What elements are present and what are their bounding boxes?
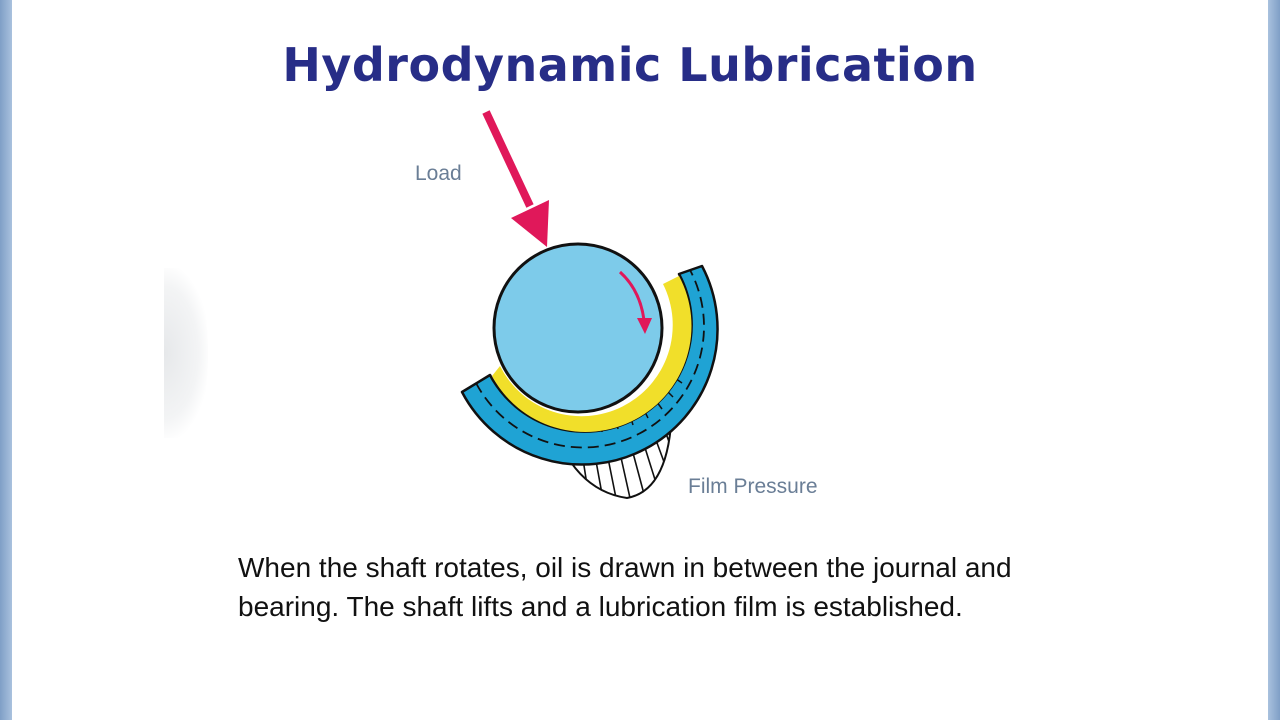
shaft-journal bbox=[492, 242, 664, 414]
load-arrow-shaft bbox=[482, 110, 534, 208]
window-frame-right bbox=[1268, 0, 1280, 720]
hydrodynamic-bearing-diagram: Load Film Pressure bbox=[415, 110, 818, 500]
oil-film bbox=[492, 276, 692, 432]
bearing-dashed-line bbox=[475, 269, 705, 449]
slide-caption: When the shaft rotates, oil is drawn in … bbox=[238, 552, 1012, 622]
load-label: Load bbox=[415, 162, 462, 185]
slide: Hydrodynamic Lubrication bbox=[12, 0, 1268, 720]
rotation-arrow bbox=[618, 270, 646, 321]
window-frame-left bbox=[0, 0, 12, 720]
load-arrowhead bbox=[511, 200, 549, 247]
side-shadow bbox=[164, 268, 208, 438]
rotation-arrowhead bbox=[637, 318, 652, 334]
slide-title: Hydrodynamic Lubrication bbox=[282, 38, 978, 92]
film-pressure-label: Film Pressure bbox=[688, 475, 818, 498]
